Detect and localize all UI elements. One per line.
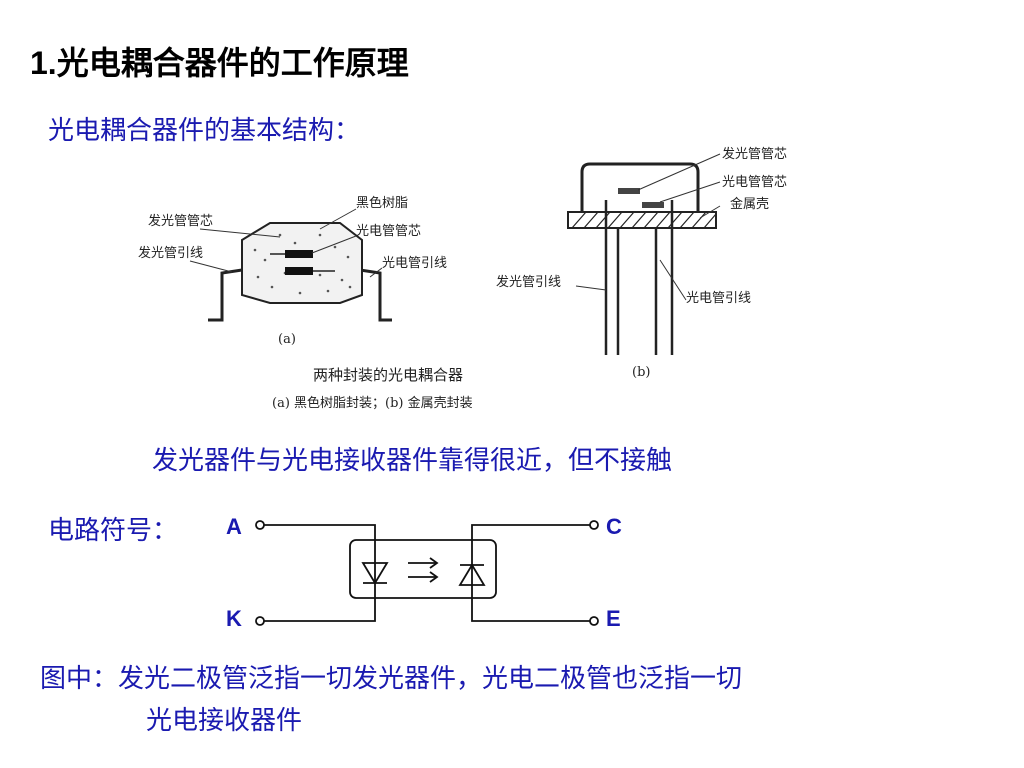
pin-c-label: C (606, 514, 622, 539)
terminal-e (589, 616, 599, 626)
title-number: 1. (30, 45, 57, 81)
led-lead-shape (208, 268, 243, 322)
metal-cap-shape (580, 162, 700, 220)
package-outline (349, 539, 497, 599)
structure-subtitle: 光电耦合器件的基本结构： (48, 116, 361, 146)
terminal-c (589, 520, 599, 530)
led-chip-shape (285, 267, 313, 275)
label-a-black-resin: 黑色树脂 (356, 195, 408, 211)
figure-a-resin-package: 发光管管芯 发光管引线 黑色树脂 光电管管芯 光电管引线 (a) (138, 195, 447, 347)
page-title: 1.光电耦合器件的工作原理 (30, 38, 409, 84)
photo-lead-shape (359, 268, 392, 322)
legend-note-line2: 光电接收器件 (146, 706, 303, 736)
label-b-led-lead: 发光管引线 (496, 274, 561, 290)
pin-e-label: E (606, 606, 621, 631)
optocoupler-symbol (255, 520, 599, 626)
figure-caption: 两种封装的光电耦合器 (313, 366, 464, 384)
photo-chip-shape (285, 250, 313, 258)
pin-a-label: A (226, 514, 242, 539)
resin-body-shape (241, 222, 363, 304)
terminal-a (255, 520, 265, 530)
figure-subcaption: (a) 黑色树脂封装；(b) 金属壳封装 (272, 396, 473, 411)
label-a-sub: (a) (278, 332, 296, 347)
photodiode-icon (458, 563, 486, 586)
label-a-photo-chip: 光电管管芯 (356, 224, 421, 239)
label-b-metal-shell: 金属壳 (730, 196, 769, 212)
label-a-led-chip: 发光管管芯 (148, 213, 213, 229)
label-a-led-lead: 发光管引线 (138, 245, 203, 261)
label-b-led-chip: 发光管管芯 (722, 146, 787, 162)
terminal-k (255, 616, 265, 626)
light-arrows-icon (408, 557, 439, 583)
label-b-photo-lead: 光电管引线 (686, 291, 751, 306)
legend-note-line1: 图中：发光二极管泛指一切发光器件，光电二极管也泛指一切 (40, 664, 743, 694)
pins-shape (604, 200, 674, 355)
label-b-sub: (b) (632, 365, 650, 380)
title-text: 光电耦合器件的工作原理 (56, 44, 409, 82)
symbol-label: 电路符号： (48, 516, 179, 546)
led-diode-icon (361, 562, 389, 585)
label-b-photo-chip: 光电管管芯 (722, 175, 787, 190)
pin-k-label: K (226, 606, 242, 631)
figure-b-metal-package: 发光管管芯 光电管管芯 金属壳 发光管引线 光电管引线 (b) (496, 146, 787, 380)
coupling-note: 发光器件与光电接收器件靠得很近，但不接触 (152, 446, 673, 476)
label-a-photo-lead: 光电管引线 (382, 256, 447, 271)
